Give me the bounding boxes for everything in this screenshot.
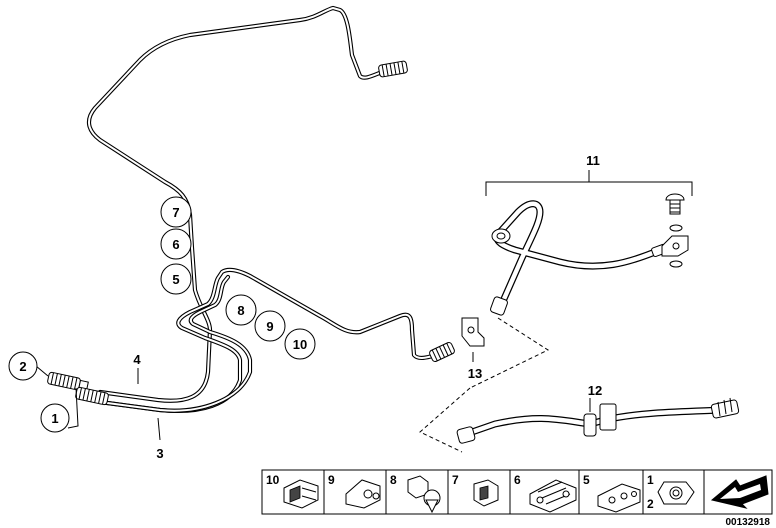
left-fitting-upper <box>47 371 89 391</box>
pipe-clip-double-icon <box>283 479 319 509</box>
document-number: 00132918 <box>726 517 771 528</box>
legend-item-8: 8 <box>390 473 441 514</box>
svg-text:1: 1 <box>51 411 58 426</box>
legend-item-10: 10 <box>266 473 319 509</box>
direction-arrow-icon <box>710 475 769 509</box>
legend-item-9: 9 <box>328 473 381 509</box>
svg-text:8: 8 <box>237 303 244 318</box>
screw-fitting-icon <box>657 481 695 505</box>
callout-2: 2 <box>8 351 38 381</box>
svg-text:10: 10 <box>293 337 307 352</box>
rear-pipe-end-fitting <box>378 60 408 78</box>
leader-lines <box>35 352 591 441</box>
callout-9: 9 <box>254 310 286 342</box>
label-13: 13 <box>468 366 482 381</box>
brake-hose-lower <box>456 397 740 444</box>
clip-with-push-pin-icon <box>407 475 441 514</box>
front-brake-pipe <box>97 267 443 413</box>
label-4: 4 <box>133 352 141 367</box>
hose-bracket <box>461 317 485 347</box>
label-11: 11 <box>586 153 600 168</box>
label-12: 12 <box>588 383 602 398</box>
svg-text:10: 10 <box>266 473 280 487</box>
svg-text:9: 9 <box>328 473 335 487</box>
callout-6: 6 <box>160 228 192 260</box>
banjo-bolt <box>661 193 689 268</box>
callout-5: 5 <box>160 263 192 295</box>
left-fitting-lower <box>75 386 109 406</box>
svg-text:9: 9 <box>266 319 273 334</box>
triple-pipe-clip-icon <box>529 479 577 513</box>
svg-text:8: 8 <box>390 473 397 487</box>
label-3: 3 <box>156 446 163 461</box>
svg-text:6: 6 <box>514 473 521 487</box>
pipe-holder-icon <box>345 479 381 509</box>
rear-brake-pipe <box>86 5 385 403</box>
callout-10: 10 <box>284 328 316 360</box>
legend-item-5: 5 <box>583 473 641 513</box>
callout-1: 1 <box>40 403 70 433</box>
projection-lines <box>419 317 550 453</box>
double-pipe-holder-icon <box>597 483 641 513</box>
svg-text:5: 5 <box>583 473 590 487</box>
svg-text:7: 7 <box>172 205 179 220</box>
svg-text:2: 2 <box>19 359 26 374</box>
svg-text:2: 2 <box>647 497 654 511</box>
svg-text:1: 1 <box>647 473 654 487</box>
callout-8: 8 <box>225 294 257 326</box>
legend-item-fitting: 1 2 <box>647 473 695 511</box>
svg-text:6: 6 <box>172 237 179 252</box>
svg-text:5: 5 <box>172 272 179 287</box>
cable-clip-icon <box>473 479 499 507</box>
front-pipe-end-fitting <box>429 341 455 363</box>
legend-item-6: 6 <box>514 473 577 513</box>
legend-item-7: 7 <box>452 473 499 507</box>
parts-legend-strip: 10 9 8 7 <box>261 469 773 515</box>
brake-hose-upper <box>490 200 668 316</box>
group-bracket-11 <box>485 170 693 196</box>
svg-text:7: 7 <box>452 473 459 487</box>
callout-7: 7 <box>160 196 192 228</box>
